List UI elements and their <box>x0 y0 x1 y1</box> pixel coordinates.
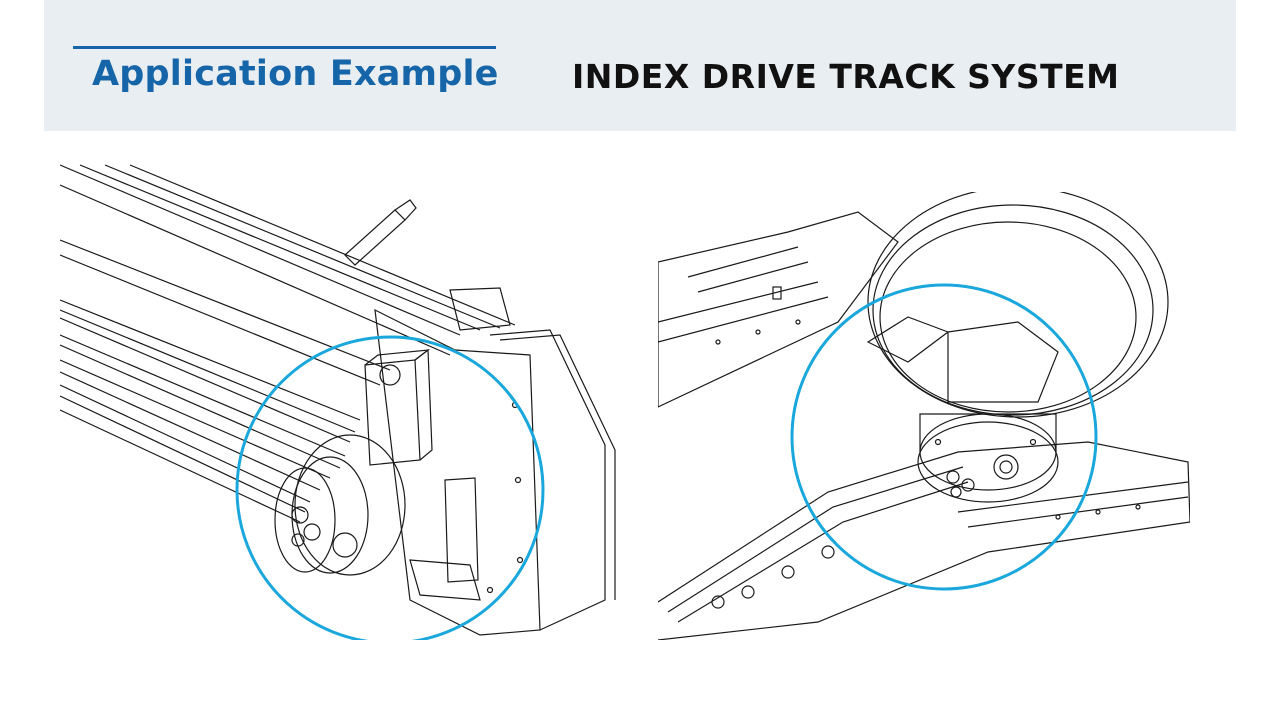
header-accent-rule <box>73 46 496 49</box>
drive-unit <box>866 316 1059 503</box>
drive-unit-highlight-circle <box>235 335 545 640</box>
lower-track-frame <box>658 441 1190 640</box>
end-plate <box>374 308 616 636</box>
page-title: INDEX DRIVE TRACK SYSTEM <box>572 57 1120 96</box>
upper-track-frame <box>658 211 899 408</box>
drive-unit <box>274 434 481 601</box>
header-band <box>44 0 1236 131</box>
track-drive-drawing-icon <box>60 160 620 640</box>
tension-rod <box>344 199 511 331</box>
drive-unit-highlight-circle <box>790 283 1098 591</box>
extrusion-rails <box>60 164 516 523</box>
section-title: Application Example <box>92 54 499 94</box>
pneumatic-cylinder <box>364 348 433 466</box>
carousel-wheel <box>867 192 1169 418</box>
carousel-track-drawing-icon <box>658 192 1190 640</box>
